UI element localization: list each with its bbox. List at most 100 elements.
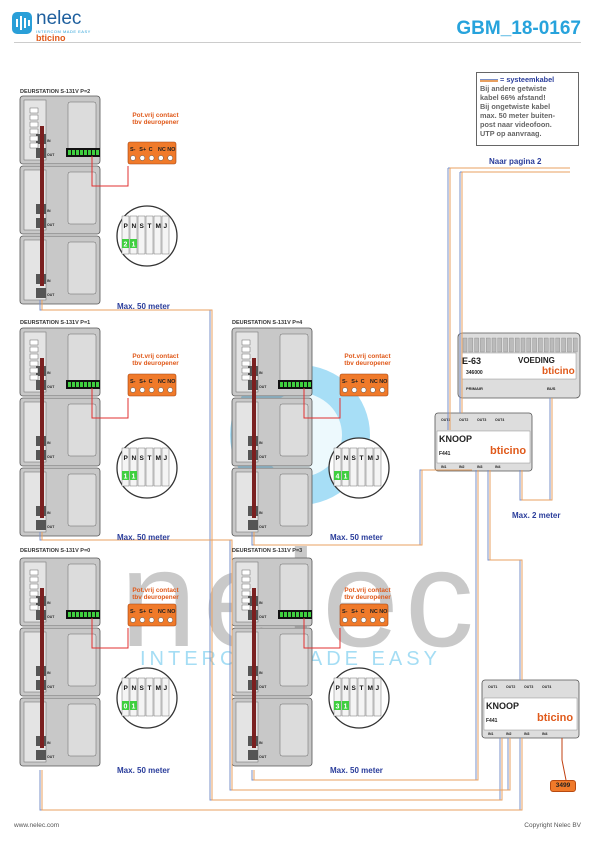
terminal-pin xyxy=(96,382,99,387)
max-distance-label: Max. 50 meter xyxy=(117,533,170,542)
dip-slot xyxy=(341,447,350,487)
vent-slot xyxy=(544,337,549,353)
vent-slot xyxy=(491,337,497,353)
vent-slot xyxy=(468,337,473,353)
terminal-pin xyxy=(292,612,295,617)
dip-header-label: M xyxy=(368,455,373,462)
dip-header-label: N xyxy=(344,685,349,692)
key xyxy=(241,569,251,576)
contact-screw xyxy=(370,387,376,393)
terminal-pin xyxy=(72,150,75,155)
terminal-pin xyxy=(76,612,79,617)
module-cover xyxy=(67,403,97,457)
contact-line1: Pot.vrij contact xyxy=(344,353,391,360)
cable-label: Naar pagina 2 xyxy=(489,157,542,166)
terminal-pin xyxy=(84,612,87,617)
vent-slot xyxy=(474,337,479,353)
vent-slot xyxy=(567,337,572,353)
out-label: OUT xyxy=(259,615,267,619)
terminal-pin xyxy=(96,150,99,155)
voeding-code: E-63 xyxy=(462,356,482,366)
key xyxy=(241,353,251,360)
system-cable xyxy=(253,469,472,546)
module-cover xyxy=(279,473,309,527)
key xyxy=(241,367,251,374)
max-distance-label: Max. 50 meter xyxy=(117,302,170,311)
dip-slot xyxy=(357,447,366,487)
contact-term-label: C xyxy=(149,147,153,153)
dip-header-label: T xyxy=(148,223,152,230)
module-cover xyxy=(67,563,97,617)
vent-slot xyxy=(532,337,537,353)
key xyxy=(241,604,251,611)
station-title: DEURSTATION S-131V P=1 xyxy=(20,320,91,326)
contact-line2: tbv deuropener xyxy=(344,594,391,601)
module-cover xyxy=(279,633,309,687)
contact-term-label: S- xyxy=(130,147,136,153)
vent-slot xyxy=(480,337,485,353)
module-cover xyxy=(67,171,97,225)
door-station xyxy=(231,327,390,537)
contact-term-label: S+ xyxy=(351,379,358,385)
station-title: DEURSTATION S-131V P=2 xyxy=(20,89,91,95)
module-cover xyxy=(67,333,97,387)
vent-slot xyxy=(549,337,555,353)
contact-term-label: S+ xyxy=(139,379,146,385)
knoop-out-label: OUT3 xyxy=(524,685,533,689)
dip-header-label: P xyxy=(124,223,129,230)
key xyxy=(241,590,251,597)
contact-term-label: S- xyxy=(130,609,136,615)
module-cover xyxy=(279,403,309,457)
dip-jumper xyxy=(122,471,129,480)
dip-value-n: 1 xyxy=(344,704,348,711)
in-label: IN xyxy=(259,441,263,445)
in-label: IN xyxy=(47,209,51,213)
knoop-art: F441 xyxy=(486,718,498,724)
terminal-pin xyxy=(72,612,75,617)
dip-value-p: 1 xyxy=(124,474,128,481)
contact-screw xyxy=(342,387,348,393)
knoop-out-label: OUT2 xyxy=(506,685,515,689)
knoop-in-label: IN1 xyxy=(441,465,447,469)
vent-slot xyxy=(555,337,560,353)
terminal-pin xyxy=(80,612,83,617)
voeding-primair: PRIMAIR xyxy=(466,386,483,391)
dip-header-label: S xyxy=(140,455,145,462)
contact-term-label: S- xyxy=(342,609,348,615)
contact-term-label: NC xyxy=(158,147,166,153)
terminal-pin xyxy=(304,382,307,387)
contact-screw xyxy=(139,155,146,161)
knoop-out-label: OUT1 xyxy=(441,418,450,422)
knoop-name: KNOOP xyxy=(486,701,520,711)
dip-value-n: 1 xyxy=(132,474,136,481)
dip-slot xyxy=(161,447,170,487)
key xyxy=(241,583,251,590)
dip-header-label: N xyxy=(132,685,137,692)
dip-header-label: M xyxy=(368,685,373,692)
contact-screw xyxy=(139,387,146,393)
legend-l2: Bij ongetwiste kabel xyxy=(480,102,551,111)
connector-out xyxy=(36,750,46,760)
key xyxy=(29,114,39,121)
max-distance-label: Max. 50 meter xyxy=(330,533,383,542)
contact-screw xyxy=(167,387,173,393)
contact-term-label: S- xyxy=(342,379,348,385)
dip-jumper xyxy=(130,239,137,248)
out-label: OUT xyxy=(47,685,55,689)
dip-jumper xyxy=(130,471,137,480)
legend-l0: Bij andere getwiste xyxy=(480,84,547,93)
dip-header-label: M xyxy=(156,223,161,230)
system-cable xyxy=(487,470,521,680)
terminal-pin xyxy=(68,150,71,155)
contact-term-label: NC xyxy=(370,609,378,615)
dip-header-label: T xyxy=(148,455,152,462)
in-label: IN xyxy=(259,371,263,375)
max-2-meter-label: Max. 2 meter xyxy=(512,511,561,520)
voeding-art: 346000 xyxy=(466,370,483,376)
dip-header-label: S xyxy=(140,223,145,230)
dip-value-n: 1 xyxy=(132,704,136,711)
dip-header-label: M xyxy=(156,685,161,692)
contact-term-label: C xyxy=(149,379,153,385)
dip-header-label: J xyxy=(164,223,168,230)
